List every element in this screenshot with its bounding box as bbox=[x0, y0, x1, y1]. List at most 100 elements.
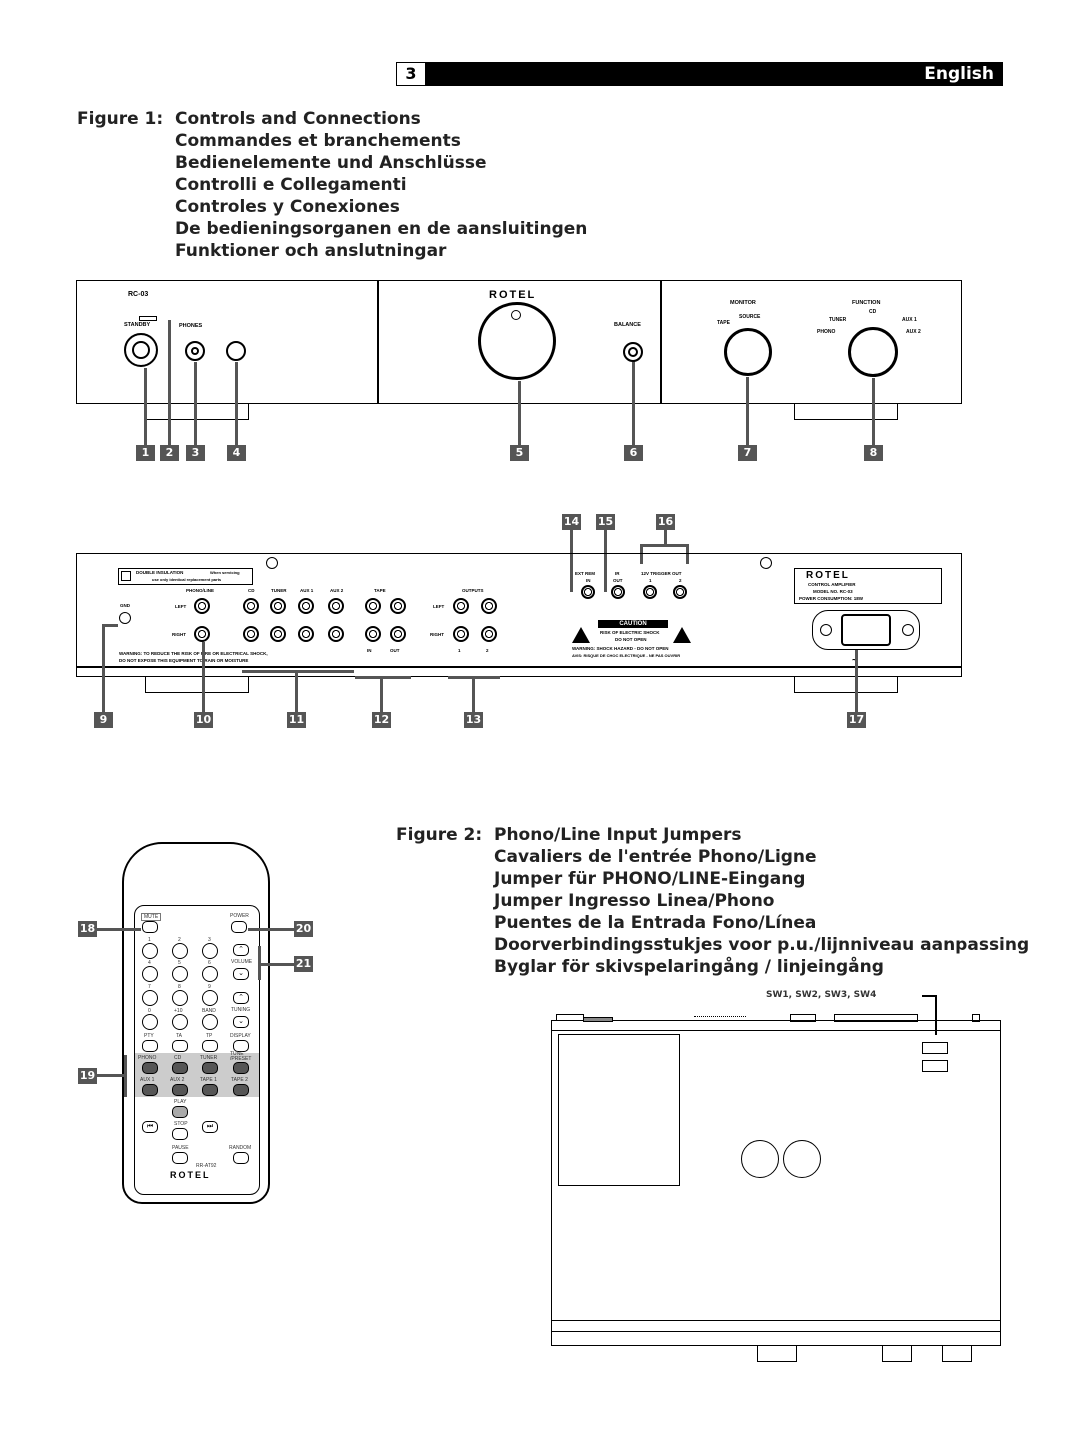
cd-key-label: CD bbox=[174, 1055, 182, 1061]
mute-button[interactable] bbox=[142, 921, 158, 933]
ac-power-socket[interactable] bbox=[841, 614, 891, 646]
aux1-right-jack[interactable] bbox=[298, 626, 314, 642]
trigger-2-jack[interactable] bbox=[673, 585, 687, 599]
next-track-button[interactable]: ⏭ bbox=[202, 1121, 218, 1133]
jumper-sw3-sw4[interactable] bbox=[922, 1060, 948, 1072]
tp-button[interactable] bbox=[202, 1040, 218, 1052]
tape-out-right-jack[interactable] bbox=[390, 626, 406, 642]
callout-4: 4 bbox=[227, 445, 246, 461]
balance-label: BALANCE bbox=[614, 322, 641, 328]
digit-1-button[interactable] bbox=[142, 943, 158, 959]
remote-model-label: RR-AT92 bbox=[196, 1163, 217, 1169]
aux2-key[interactable] bbox=[172, 1084, 188, 1096]
digit-6-label: 6 bbox=[208, 960, 211, 966]
callout-2: 2 bbox=[160, 445, 179, 461]
digit-7-button[interactable] bbox=[142, 990, 158, 1006]
tape-in-left-jack[interactable] bbox=[365, 598, 381, 614]
digit-3-button[interactable] bbox=[202, 943, 218, 959]
display-button[interactable] bbox=[233, 1040, 249, 1052]
phones-jack[interactable] bbox=[185, 341, 205, 361]
tape1-key[interactable] bbox=[202, 1084, 218, 1096]
aux1-left-jack[interactable] bbox=[298, 598, 314, 614]
stop-button[interactable] bbox=[172, 1128, 188, 1140]
previous-track-button[interactable]: ⏮ bbox=[142, 1121, 158, 1133]
phono-right-jack[interactable] bbox=[194, 626, 210, 642]
replacement-parts-label: use only identical replacement parts bbox=[152, 577, 222, 582]
random-button[interactable] bbox=[233, 1152, 249, 1164]
digit-0-button[interactable] bbox=[142, 1014, 158, 1030]
trigger-1-jack[interactable] bbox=[643, 585, 657, 599]
callout-17: 17 bbox=[847, 712, 866, 728]
aux2-right-jack[interactable] bbox=[328, 626, 344, 642]
display-label: DISPLAY bbox=[230, 1033, 251, 1039]
pause-button[interactable] bbox=[172, 1152, 188, 1164]
gnd-terminal[interactable] bbox=[119, 612, 131, 624]
volume-up-button[interactable]: ⌃ bbox=[233, 944, 249, 956]
cd-key[interactable] bbox=[172, 1062, 188, 1074]
callout-10: 10 bbox=[194, 712, 213, 728]
digit-0-label: 0 bbox=[148, 1008, 151, 1014]
tuner-right-jack[interactable] bbox=[270, 626, 286, 642]
tuning-down-button[interactable]: ⌄ bbox=[233, 1016, 249, 1028]
ir-sensor bbox=[226, 341, 246, 361]
aux2-left-jack[interactable] bbox=[328, 598, 344, 614]
ta-button[interactable] bbox=[172, 1040, 188, 1052]
balance-knob[interactable] bbox=[623, 342, 643, 362]
warning-line2: DO NOT EXPOSE THIS EQUIPMENT TO RAIN OR … bbox=[119, 658, 249, 663]
pause-label: PAUSE bbox=[172, 1145, 189, 1151]
rear-info-plate bbox=[794, 568, 942, 604]
digit-6-button[interactable] bbox=[202, 966, 218, 982]
figure2-title-es: Puentes de la Entrada Fono/Línea bbox=[494, 913, 817, 933]
digit-2-button[interactable] bbox=[172, 943, 188, 959]
standby-button[interactable] bbox=[124, 333, 158, 367]
digit-9-button[interactable] bbox=[202, 990, 218, 1006]
ext-rem-jack[interactable] bbox=[581, 585, 595, 599]
function-knob[interactable] bbox=[848, 327, 898, 377]
jumper-sw1-sw2[interactable] bbox=[922, 1042, 948, 1054]
right-label-inputs: RIGHT bbox=[172, 632, 186, 637]
tape2-key-label: TAPE 2 bbox=[231, 1077, 248, 1083]
cd-right-jack[interactable] bbox=[243, 626, 259, 642]
callout-5: 5 bbox=[510, 445, 529, 461]
power-button[interactable] bbox=[231, 921, 247, 933]
digit-2-label: 2 bbox=[178, 937, 181, 943]
aux1-key[interactable] bbox=[142, 1084, 158, 1096]
band-button[interactable] bbox=[202, 1014, 218, 1030]
tuner-key[interactable] bbox=[202, 1062, 218, 1074]
digit-4-button[interactable] bbox=[142, 966, 158, 982]
tuner-left-jack[interactable] bbox=[270, 598, 286, 614]
figure2-title-sv: Byglar för skivspelaringång / linjeingån… bbox=[494, 957, 884, 977]
figure2-title-de: Jumper für PHONO/LINE-Eingang bbox=[494, 869, 806, 889]
tape2-key[interactable] bbox=[233, 1084, 249, 1096]
function-cd-label: CD bbox=[869, 309, 877, 315]
callout-18: 18 bbox=[78, 921, 97, 937]
output1-left-jack[interactable] bbox=[453, 598, 469, 614]
pty-button[interactable] bbox=[142, 1040, 158, 1052]
cd-left-jack[interactable] bbox=[243, 598, 259, 614]
do-not-open-label: DO NOT OPEN bbox=[615, 637, 647, 642]
tuner-key-label: TUNER bbox=[200, 1055, 218, 1061]
lightning-warning-icon bbox=[572, 627, 590, 643]
digit-5-button[interactable] bbox=[172, 966, 188, 982]
play-button[interactable] bbox=[172, 1106, 188, 1118]
ir-out-jack[interactable] bbox=[611, 585, 625, 599]
output2-left-jack[interactable] bbox=[481, 598, 497, 614]
output1-right-jack[interactable] bbox=[453, 626, 469, 642]
ac-inlet-plate bbox=[812, 610, 920, 650]
tape-out-left-jack[interactable] bbox=[390, 598, 406, 614]
digit-8-button[interactable] bbox=[172, 990, 188, 1006]
volume-down-button[interactable]: ⌄ bbox=[233, 968, 249, 980]
digit-plus10-button[interactable] bbox=[172, 1014, 188, 1030]
phono-key[interactable] bbox=[142, 1062, 158, 1074]
tape-in-right-jack[interactable] bbox=[365, 626, 381, 642]
gnd-label: GND bbox=[120, 603, 130, 608]
tuning-up-button[interactable]: ⌃ bbox=[233, 992, 249, 1004]
monitor-knob[interactable] bbox=[724, 328, 772, 376]
callout-19: 19 bbox=[78, 1068, 97, 1084]
phono-left-jack[interactable] bbox=[194, 598, 210, 614]
switches-label: SW1, SW2, SW3, SW4 bbox=[766, 990, 877, 1000]
ac-screw-left bbox=[820, 624, 832, 636]
tune-preset-key[interactable] bbox=[233, 1062, 249, 1074]
digit-3-label: 3 bbox=[208, 937, 211, 943]
output2-right-jack[interactable] bbox=[481, 626, 497, 642]
